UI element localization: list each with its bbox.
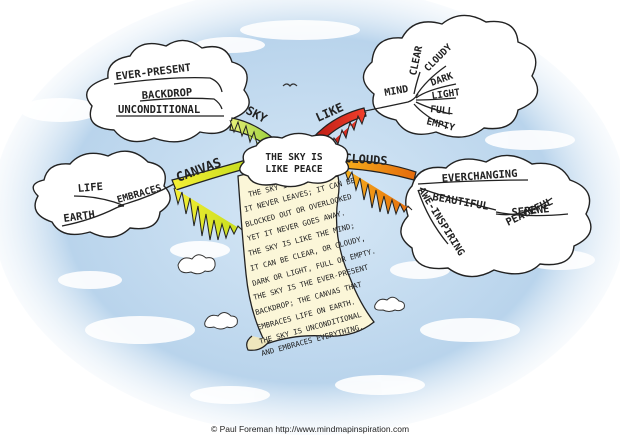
connector-line [61, 205, 125, 227]
sky-word-unconditional: UNCONDITIONAL [118, 104, 200, 116]
cloud-like: MIND CLEAR CLOUDY DARK LIGHT FULL EMPTY [359, 14, 539, 138]
connector-line [413, 103, 449, 129]
connector-line [415, 101, 451, 115]
central-title-line-1: THE SKY IS [265, 152, 322, 163]
canvas-word-earth: EARTH [63, 209, 96, 225]
central-title-line-2: LIKE PEACE [265, 164, 322, 175]
bird-icon [282, 83, 298, 87]
connector-line [419, 187, 497, 211]
cloud-sky: EVER-PRESENT BACKDROP UNCONDITIONAL [86, 39, 250, 143]
connector-line [413, 71, 421, 95]
like-word-mind: MIND [384, 84, 410, 99]
connector-line [417, 179, 529, 185]
connector-line [113, 76, 223, 93]
branch-clouds: CLOUDS [339, 151, 417, 216]
small-cloud-decor [177, 254, 405, 330]
connector-line [415, 83, 457, 99]
cloud-canvas: LIFE EARTH EMBRACES [32, 150, 175, 238]
branch-label-clouds: CLOUDS [344, 151, 388, 168]
connector-line [359, 93, 419, 113]
cloud-clouds: EVERCHANGING BEAUTIFUL AWE-INSPIRING SER… [400, 154, 592, 278]
connector-line [415, 65, 447, 97]
connector-line [415, 97, 457, 101]
connector-line [139, 97, 223, 110]
connector-line [495, 197, 553, 216]
canvas-word-life: LIFE [77, 181, 103, 195]
connector-line [117, 183, 175, 207]
connector-line [495, 211, 569, 217]
central-cloud: THE SKY IS LIKE PEACE [239, 132, 350, 188]
connector-line [417, 189, 449, 245]
copyright-credit: © Paul Foreman http://www.mindmapinspira… [210, 424, 410, 434]
